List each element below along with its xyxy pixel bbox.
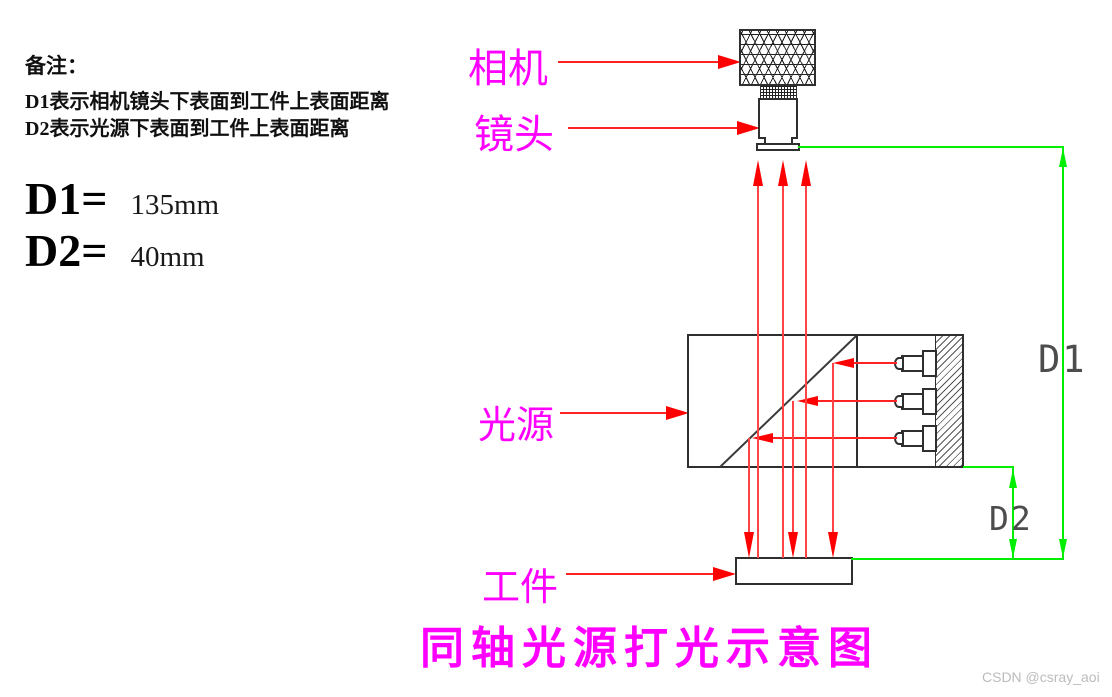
workpiece-block xyxy=(735,557,853,585)
d2-dimension-line xyxy=(1012,467,1014,560)
camera-leader-line xyxy=(558,61,720,63)
camera-label: 相机 xyxy=(468,46,548,91)
lens-leader-line xyxy=(568,127,740,129)
led-lamp-base xyxy=(922,350,937,377)
down-beam-arrowhead-icon xyxy=(788,532,798,558)
up-beam-line xyxy=(805,185,807,558)
notes-block: 备注： D1表示相机镜头下表面到工件上表面距离 D2表示光源下表面到工件上表面距… xyxy=(25,50,389,143)
led-lamp-base xyxy=(922,388,937,415)
up-beam-line xyxy=(782,185,784,558)
led-lamp-base xyxy=(922,425,937,452)
led-lamp-body xyxy=(901,355,924,372)
up-beam-line xyxy=(757,185,759,558)
workpiece-label: 工件 xyxy=(482,567,559,609)
workpiece-arrowhead-icon xyxy=(713,567,736,581)
led-beam-arrowhead-icon xyxy=(752,433,773,443)
camera-arrowhead-icon xyxy=(718,55,741,69)
down-beam-arrowhead-icon xyxy=(744,532,754,558)
lens-flange xyxy=(756,143,800,151)
d1-dimension-line xyxy=(1062,146,1064,560)
d1-up-arrowhead-icon xyxy=(1059,148,1067,167)
lens-label: 镜头 xyxy=(474,112,554,157)
d2-extension-line-box-bottom xyxy=(963,466,1014,468)
d2-measurement-value: 40mm xyxy=(130,241,205,273)
light-source-arrowhead-icon xyxy=(666,406,689,420)
d1-down-arrowhead-icon xyxy=(1059,539,1067,558)
down-beam-line xyxy=(792,401,794,534)
up-beam-arrowhead-icon xyxy=(778,160,788,186)
d1-extension-line-top xyxy=(798,146,1064,148)
led-beam-line xyxy=(817,400,897,402)
d1-measurement-value: 135mm xyxy=(130,189,220,221)
lens-neck xyxy=(764,137,793,145)
diagram-title: 同轴光源打光示意图 xyxy=(420,624,879,673)
d1-dimension-text: D1 xyxy=(1038,338,1087,381)
light-source-label: 光源 xyxy=(478,405,555,447)
note-d1-definition: D1表示相机镜头下表面到工件上表面距离 xyxy=(25,91,390,113)
down-beam-line xyxy=(832,363,834,534)
camera-body xyxy=(739,29,816,86)
workpiece-leader-line xyxy=(566,573,716,575)
light-source-leader-line xyxy=(560,412,668,414)
d2-measurement-label: D2= xyxy=(25,225,108,276)
d2-down-arrowhead-icon xyxy=(1009,539,1017,558)
led-beam-arrowhead-icon xyxy=(797,396,818,406)
extension-line-workpiece-top xyxy=(851,558,1064,560)
lens-mount xyxy=(760,85,797,99)
down-beam-arrowhead-icon xyxy=(828,532,838,558)
notes-heading: 备注： xyxy=(25,54,88,78)
note-d2-definition: D2表示光源下表面到工件上表面距离 xyxy=(25,118,350,140)
led-beam-line xyxy=(772,437,897,439)
d1-measurement-label: D1= xyxy=(25,173,108,224)
lens-arrowhead-icon xyxy=(737,121,760,135)
watermark-text: CSDN @csray_aoi xyxy=(982,669,1100,685)
d1-measurement-row: D1= 135mm xyxy=(25,176,219,222)
d2-measurement-row: D2= 40mm xyxy=(25,228,205,274)
d2-dimension-text: D2 xyxy=(989,499,1033,538)
led-lamp-body xyxy=(901,430,924,447)
led-beam-arrowhead-icon xyxy=(833,358,854,368)
lens-barrel xyxy=(758,98,798,139)
led-beam-line xyxy=(853,362,897,364)
d2-up-arrowhead-icon xyxy=(1009,469,1017,488)
up-beam-arrowhead-icon xyxy=(753,160,763,186)
led-mount-hatch xyxy=(935,336,962,466)
up-beam-arrowhead-icon xyxy=(801,160,811,186)
led-lamp-body xyxy=(901,393,924,410)
down-beam-line xyxy=(748,438,750,534)
